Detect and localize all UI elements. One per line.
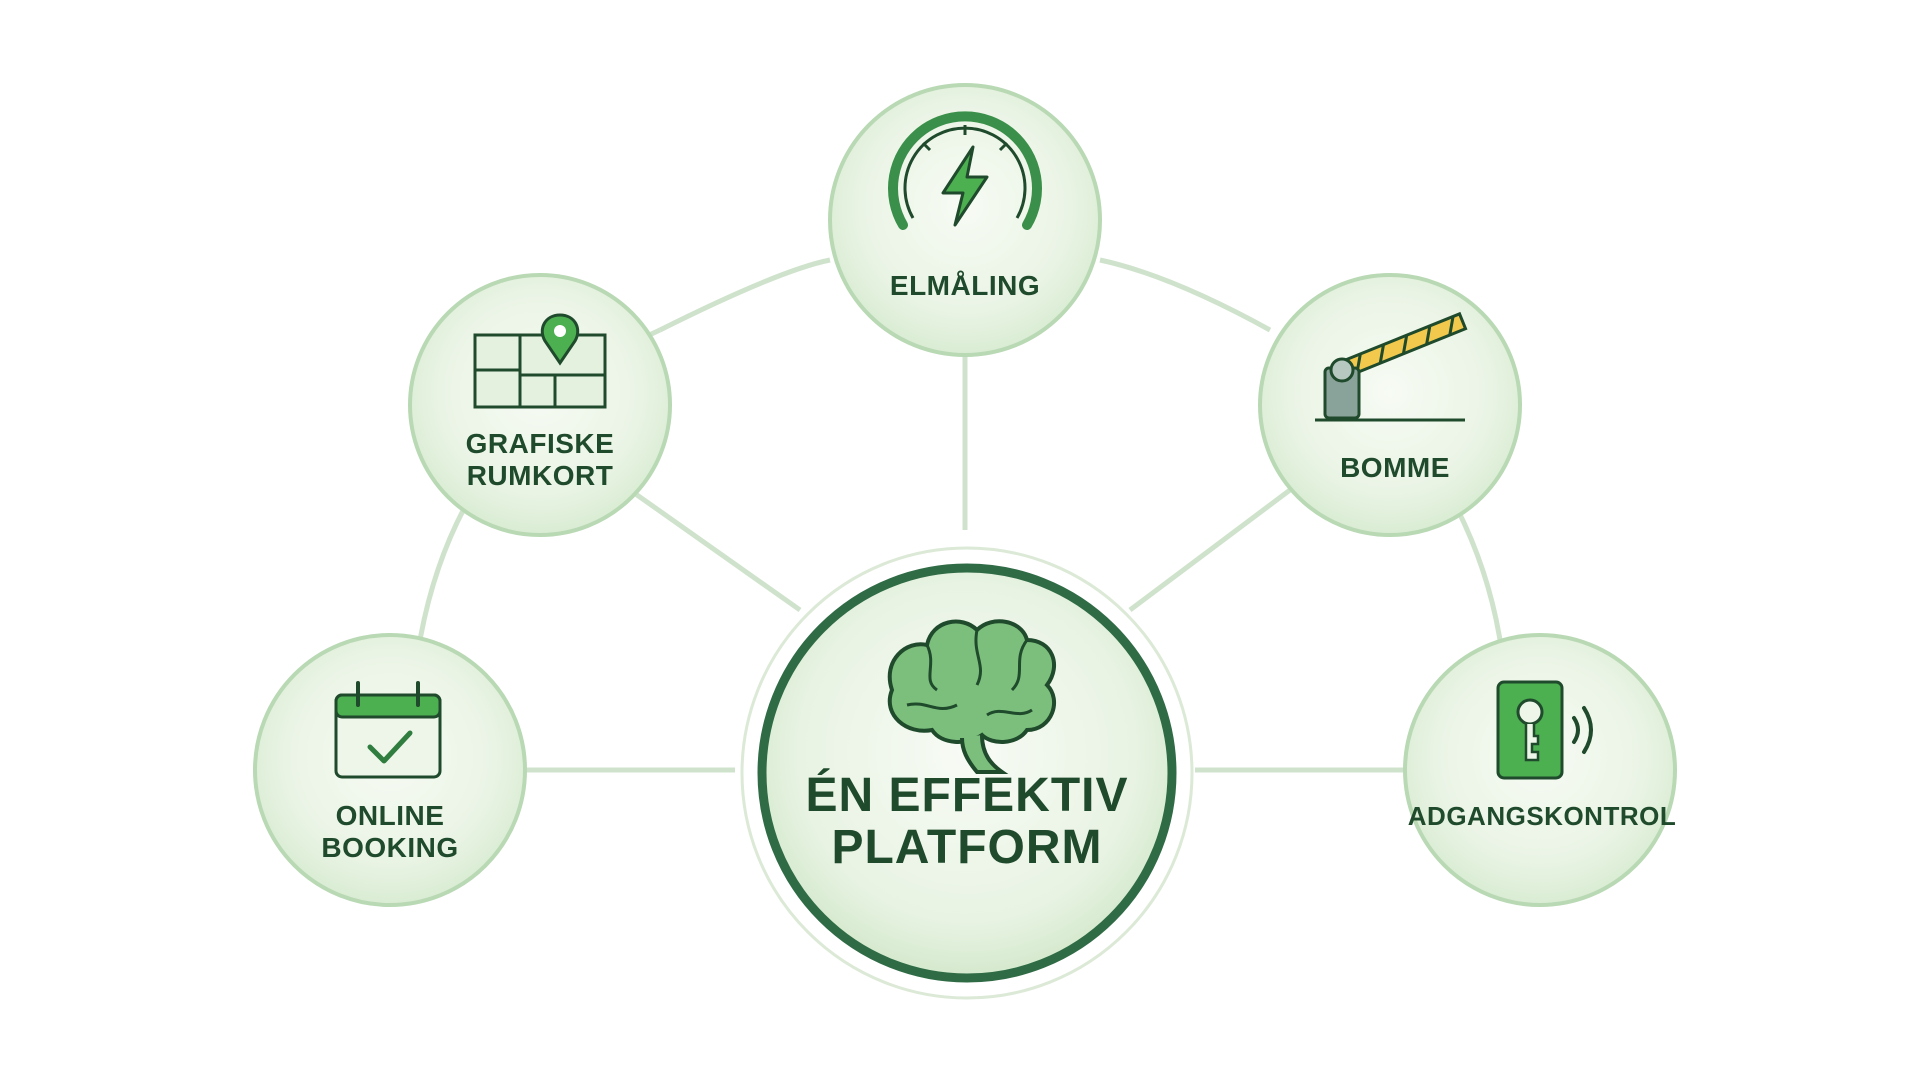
node-adgangskontrol xyxy=(1403,633,1677,907)
brain-icon xyxy=(887,619,1057,774)
node-label-bomme: BOMME xyxy=(1340,452,1450,483)
node-label-online-booking: ONLINE BOOKING xyxy=(321,800,459,863)
floor-plan-map-icon xyxy=(473,313,607,409)
connector-arc-right-upper xyxy=(1099,257,1272,333)
connector-spoke-upper-left xyxy=(628,487,802,613)
node-label-elmaling: ELMÅLING xyxy=(889,270,1041,301)
node-online-booking xyxy=(253,633,527,907)
barrier-gate-icon xyxy=(1315,311,1468,422)
node-label-adgangskontrol: ADGANGSKONTROL xyxy=(1407,801,1677,831)
calendar-check-icon xyxy=(334,681,442,779)
connector-arc-left-upper xyxy=(658,257,831,333)
center-label: ÉN EFFEKTIV PLATFORM xyxy=(805,769,1129,874)
key-card-icon xyxy=(1496,680,1593,780)
node-label-grafiske-rumkort: GRAFISKE RUMKORT xyxy=(465,428,615,491)
node-grafiske-rumkort xyxy=(408,273,672,537)
node-bomme xyxy=(1258,273,1522,537)
connector-spoke-upper-right xyxy=(1128,488,1292,612)
node-elmaling xyxy=(828,83,1102,357)
center-node xyxy=(740,546,1194,1000)
power-meter-icon xyxy=(888,111,1042,230)
